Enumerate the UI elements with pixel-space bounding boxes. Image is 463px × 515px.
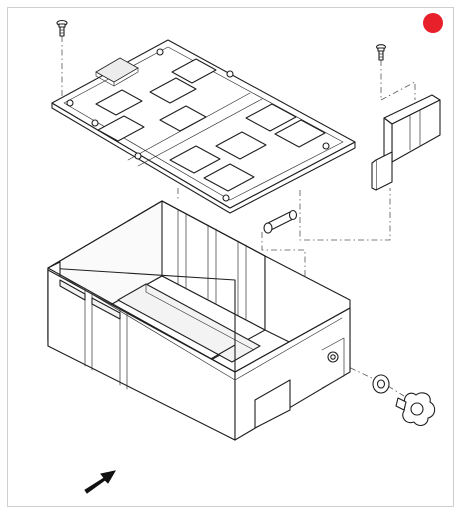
pin-roller	[263, 209, 298, 234]
star-knob	[395, 392, 436, 427]
base-box	[47, 200, 351, 441]
screw-right	[375, 44, 387, 61]
washer	[372, 374, 390, 394]
diagram-frame	[7, 7, 454, 507]
red-dot-marker-icon	[423, 13, 443, 33]
screw-left	[56, 19, 68, 37]
lid-plate	[51, 39, 356, 214]
direction-arrow-icon	[84, 470, 117, 494]
assembly-guide-lines	[61, 36, 416, 397]
hinge-bracket	[371, 94, 441, 191]
